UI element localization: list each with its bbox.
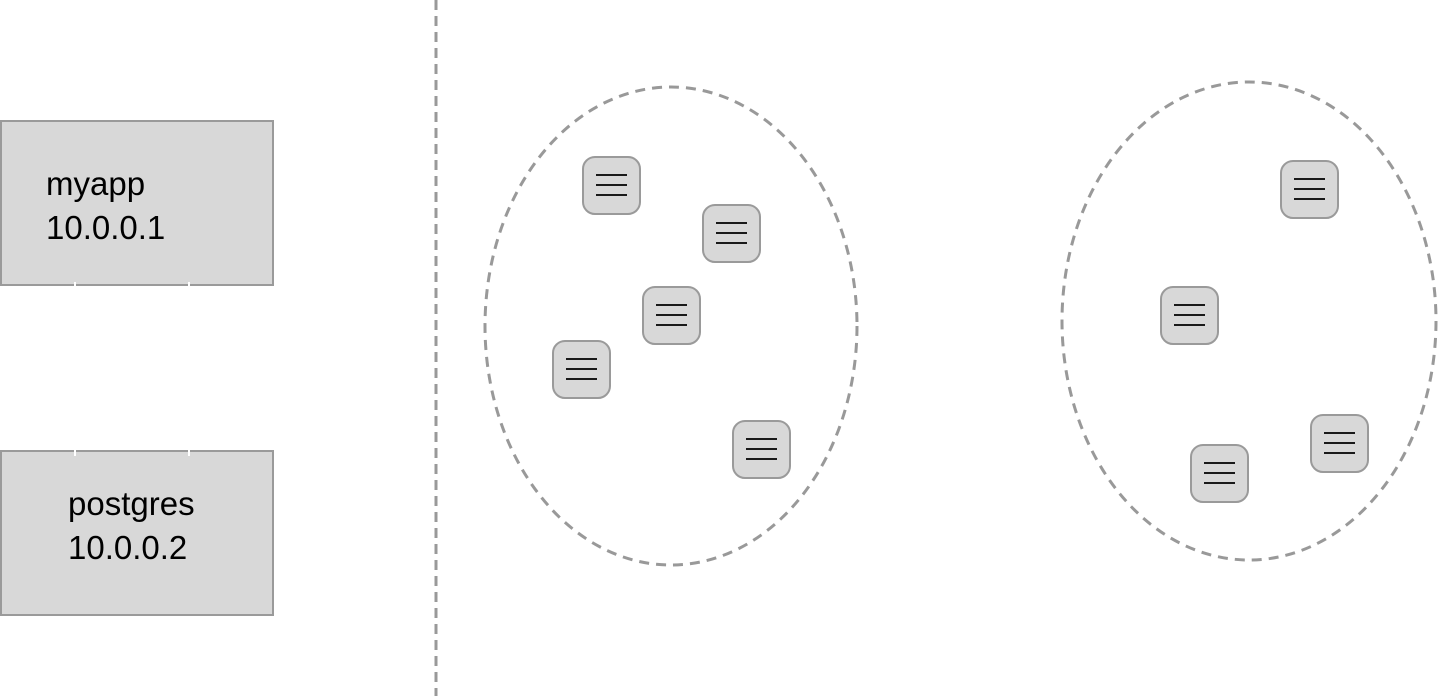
cluster-right-boundary (1060, 80, 1438, 562)
list-icon (1160, 286, 1219, 345)
list-icon (1310, 414, 1369, 473)
myapp-node (0, 120, 274, 286)
list-icon (582, 156, 641, 215)
list-icon (642, 286, 701, 345)
postgres-port-right (188, 450, 190, 456)
postgres-node (0, 450, 274, 616)
postgres-ip: 10.0.0.2 (68, 529, 188, 566)
myapp-name: myapp (46, 165, 146, 202)
myapp-port-left (74, 282, 76, 288)
list-icon (1190, 444, 1249, 503)
postgres-label: postgres 10.0.0.2 (68, 482, 195, 570)
myapp-label: myapp 10.0.0.1 (46, 162, 165, 250)
list-icon (732, 420, 791, 479)
cluster-left-boundary (483, 85, 859, 567)
list-icon (702, 204, 761, 263)
postgres-name: postgres (68, 485, 195, 522)
list-icon (552, 340, 611, 399)
myapp-port-right (188, 282, 190, 288)
postgres-port-left (74, 450, 76, 456)
list-icon (1280, 160, 1339, 219)
myapp-ip: 10.0.0.1 (46, 209, 166, 246)
